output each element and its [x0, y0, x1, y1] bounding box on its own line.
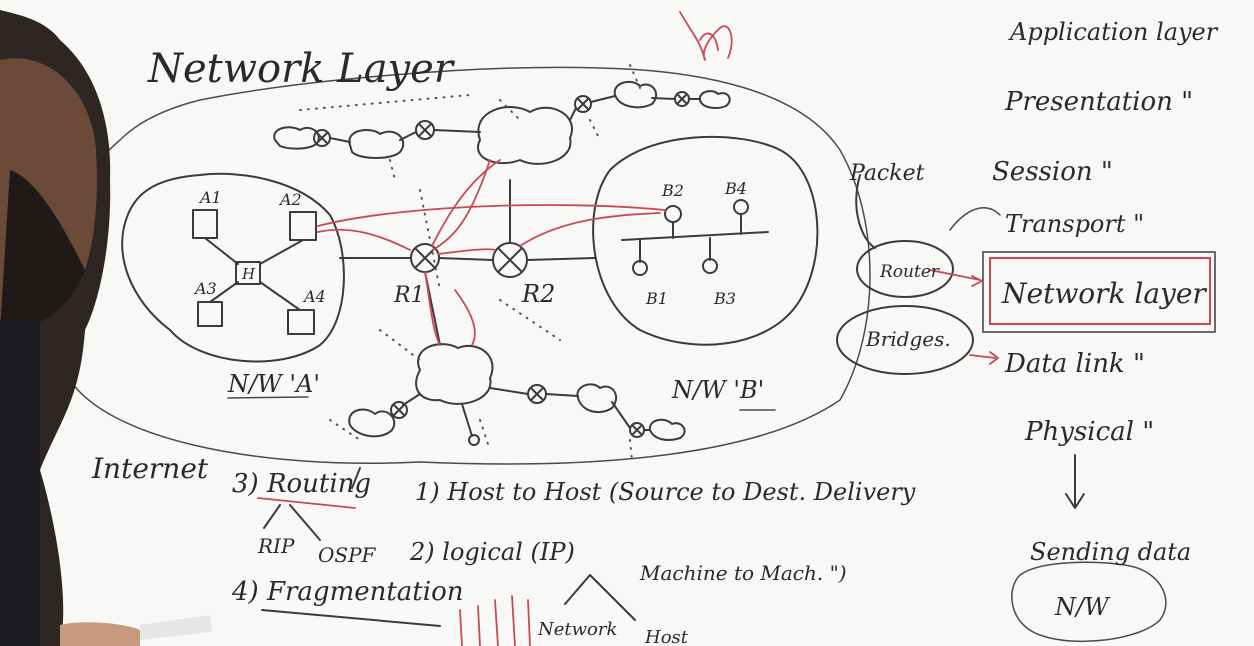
bridges-label: Bridges.	[865, 327, 951, 351]
host-b1-node	[632, 260, 648, 276]
network-sub-label: Network	[537, 619, 617, 640]
presenter	[0, 0, 212, 646]
osi-layer-network: Network layer	[1001, 277, 1207, 310]
host-b2-label: B2	[661, 181, 684, 200]
fragmentation-label: 4) Fragmentation	[231, 577, 463, 607]
router-ellipse	[856, 240, 954, 298]
osi-layer-session: Session "	[992, 157, 1113, 187]
router-label: Router	[879, 262, 940, 282]
machine-to-machine-label: Machine to Mach. ")	[639, 561, 847, 585]
host-b2-node	[664, 205, 682, 223]
internet-label: Internet	[91, 452, 209, 485]
host-a4-label: A4	[302, 287, 326, 306]
host-b4-label: B4	[724, 179, 747, 198]
router-r2-label: R2	[521, 280, 555, 308]
hub-label: H	[241, 265, 256, 283]
network-b-cloud	[592, 135, 819, 346]
hub-box	[235, 261, 261, 285]
osi-layer-transport: Transport "	[1005, 210, 1144, 238]
board-title: Network Layer	[147, 46, 456, 92]
rip-label: RIP	[257, 534, 295, 558]
network-a-label: N/W 'A'	[227, 370, 320, 398]
host-b3-node	[702, 258, 718, 274]
host-a3-label: A3	[193, 279, 217, 298]
osi-layer-datalink: Data link "	[1004, 349, 1145, 379]
internet-cloud-outline	[55, 66, 871, 465]
ospf-label: OSPF	[318, 543, 377, 567]
host-b4-node	[733, 199, 749, 215]
logical-ip-label: 2) logical (IP)	[409, 538, 575, 566]
host-sub-label: Host	[644, 627, 689, 646]
bridges-ellipse	[836, 305, 974, 375]
host-a2-label: A2	[278, 190, 302, 209]
cloud-top-center	[477, 106, 573, 165]
host-to-host-label: 1) Host to Host (Source to Dest. Deliver…	[415, 478, 916, 506]
network-layer-box-outer	[982, 251, 1216, 333]
router-r1-label: R1	[393, 283, 425, 308]
network-layer-box-inner	[989, 257, 1211, 325]
osi-layer-application: Application layer	[1008, 18, 1219, 46]
packet-label: Packet	[849, 161, 925, 186]
network-a-cloud	[121, 172, 345, 363]
osi-layer-presentation: Presentation "	[1004, 87, 1193, 117]
network-b-label: N/W 'B'	[671, 376, 764, 404]
host-b1-label: B1	[645, 289, 668, 308]
sending-data-label: Sending data	[1030, 538, 1191, 566]
nw-small-label: N/W	[1054, 593, 1111, 621]
nw-small-cloud	[1011, 561, 1167, 643]
host-b3-label: B3	[713, 289, 736, 308]
host-a1-label: A1	[198, 188, 222, 207]
osi-layer-physical: Physical "	[1024, 417, 1154, 447]
routing-label: 3) Routing	[232, 469, 371, 499]
